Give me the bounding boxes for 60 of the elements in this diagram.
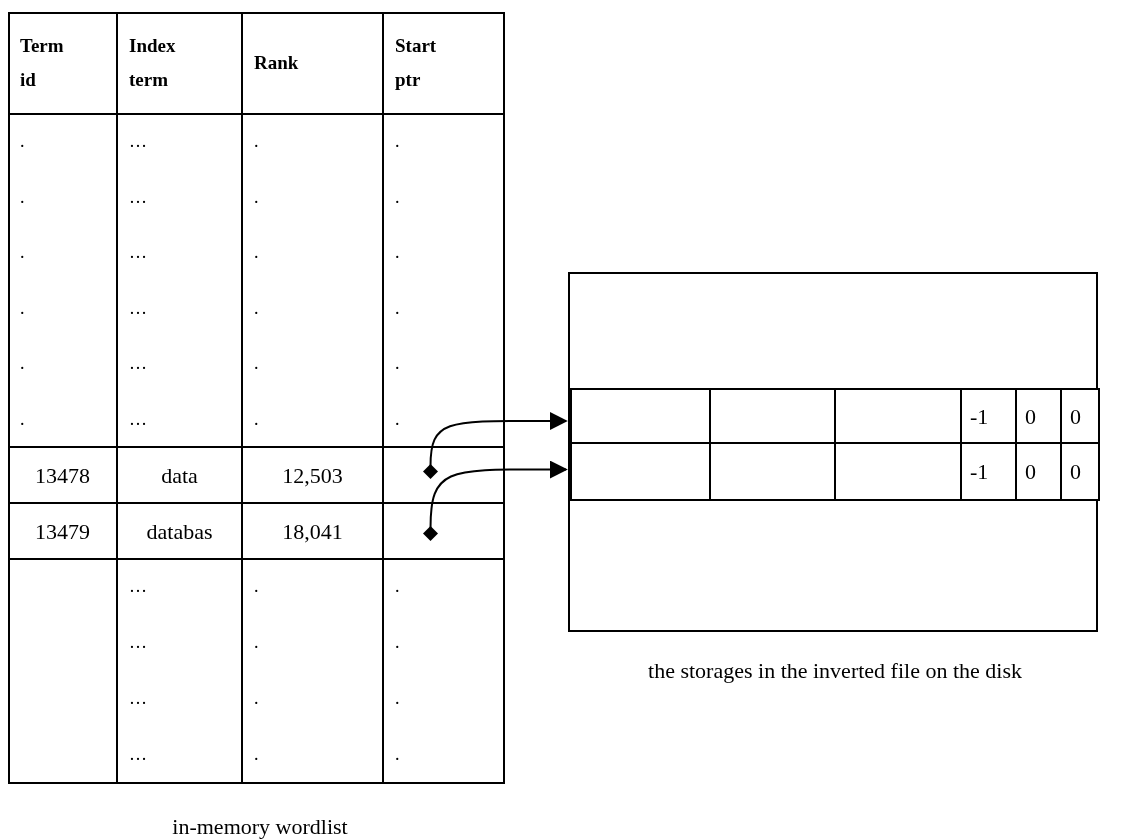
table-cell-text: … — [129, 185, 147, 209]
table-cell-text: … — [129, 631, 147, 655]
pointer-diamond — [423, 464, 438, 479]
record-row — [570, 442, 1100, 501]
table-cell-text: 12,503 — [282, 461, 343, 490]
table-cell-text: . — [20, 185, 25, 209]
table-cell-text: . — [395, 686, 400, 710]
table-cell-text: … — [129, 742, 147, 766]
pointer-arrow — [429, 411, 568, 467]
record-field-value: -1 — [970, 402, 989, 431]
record-field-value: 0 — [1070, 458, 1081, 486]
column-header: Start ptr — [395, 34, 437, 92]
table-cell-text: . — [254, 686, 259, 710]
caption: in-memory wordlist — [172, 814, 348, 839]
table-cell-text: . — [395, 631, 400, 655]
table-cell-text: . — [20, 407, 25, 431]
column-header: Index term — [129, 34, 176, 92]
record-field-value: 0 — [1070, 402, 1081, 431]
table-cell-text: . — [395, 296, 400, 320]
table-cell-text: . — [20, 296, 25, 320]
table-cell-text: . — [254, 742, 259, 766]
table-cell-text: . — [20, 130, 25, 154]
table-cell-text: … — [129, 130, 147, 154]
table-cell-text: databas — [146, 517, 213, 546]
table-cell-text: . — [395, 130, 400, 154]
pointer-arrow — [429, 460, 568, 529]
table-cell-text: … — [129, 575, 147, 599]
table-cell-text: 13479 — [35, 517, 90, 546]
pointer-diamond — [423, 526, 438, 541]
table-cell-text: . — [254, 631, 259, 655]
table-cell-text: … — [129, 241, 147, 265]
table-cell-text: . — [395, 575, 400, 599]
table-cell-text: . — [395, 352, 400, 376]
record-field-value: 0 — [1025, 402, 1036, 431]
record-row — [570, 388, 1100, 444]
table-cell-text: 13478 — [35, 461, 90, 490]
table-cell-text: . — [254, 407, 259, 431]
table-cell-text: . — [395, 241, 400, 265]
table-cell-text: … — [129, 296, 147, 320]
table-cell-text: . — [395, 185, 400, 209]
table-cell-text: 18,041 — [282, 517, 343, 546]
table-cell-text: . — [20, 352, 25, 376]
record-field-value: 0 — [1025, 458, 1036, 486]
table-cell-text: . — [395, 407, 400, 431]
table-cell-text: . — [254, 241, 259, 265]
table-cell-text: . — [254, 352, 259, 376]
table-cell-text: data — [161, 461, 198, 490]
table-cell-text: . — [254, 130, 259, 154]
table-cell-text: . — [254, 575, 259, 599]
table-cell-text: … — [129, 686, 147, 710]
record-field-value: -1 — [970, 458, 989, 486]
table-cell-text: . — [395, 742, 400, 766]
column-header: Term id — [20, 34, 64, 92]
table-cell-text: … — [129, 407, 147, 431]
table-cell-text: … — [129, 352, 147, 376]
column-header: Rank — [254, 51, 299, 75]
storage-box-label: the storages in the inverted file on the disk — [648, 658, 1022, 683]
table-cell-text: . — [20, 241, 25, 265]
table-cell-text: . — [254, 296, 259, 320]
table-cell-text: . — [254, 185, 259, 209]
